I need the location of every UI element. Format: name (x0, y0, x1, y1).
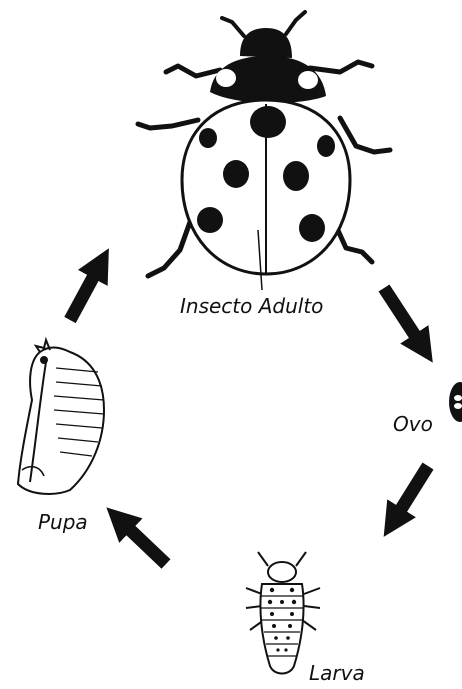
egg-cluster-illustration (449, 382, 462, 422)
stage-label-pupa: Pupa (38, 512, 88, 532)
arrow-pupa-to-adult (70, 272, 96, 320)
arrow-egg-to-larva (398, 466, 428, 514)
stage-label-adult: Insecto Adulto (180, 296, 323, 316)
stage-label-egg: Ovo (393, 414, 433, 434)
arrow-adult-to-egg (384, 288, 418, 340)
stage-label-larva: Larva (309, 663, 365, 683)
ladybird-adult-illustration (138, 12, 390, 290)
arrow-larva-to-pupa (126, 526, 166, 564)
larva-illustration (246, 552, 320, 674)
pupa-illustration (18, 340, 104, 494)
